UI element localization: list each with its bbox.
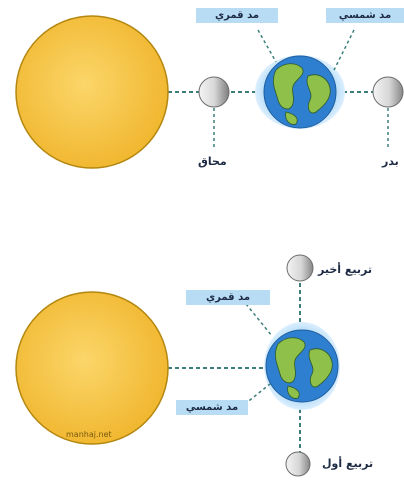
solar-tide-tag: مد شمسي — [326, 8, 404, 23]
solar-tide-tag: مد شمسي — [176, 400, 248, 415]
moon-icon — [199, 77, 229, 107]
earth-icon — [264, 322, 340, 410]
full-moon-label: بدر — [382, 154, 399, 170]
watermark: manhaj.net — [66, 430, 112, 440]
sun-icon — [16, 292, 168, 444]
neap-tide-diagram — [16, 255, 340, 476]
moon-icon — [373, 77, 403, 107]
lunar-tide-tag: مد قمري — [196, 8, 278, 23]
moon-icon — [287, 255, 313, 281]
spring-tide-diagram — [16, 16, 404, 168]
moon-icon — [286, 452, 310, 476]
pointer-line — [334, 30, 354, 70]
new-moon-label: محاق — [198, 154, 227, 170]
lunar-tide-tag: مد قمري — [186, 290, 270, 305]
pointer-line — [246, 304, 272, 336]
earth-icon — [255, 55, 345, 129]
pointer-line — [258, 30, 276, 62]
first-quarter-label: تربيع أول — [322, 456, 373, 472]
sun-icon — [16, 16, 168, 168]
last-quarter-label: تربيع أخير — [318, 262, 372, 278]
